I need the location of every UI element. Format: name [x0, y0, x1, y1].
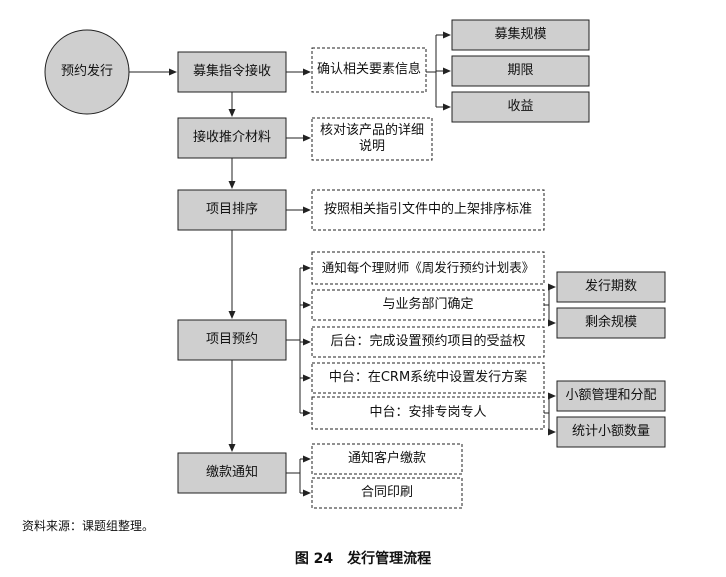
step-3-label: 项目排序: [205, 202, 258, 217]
outcome-box-4b2: [556, 307, 666, 339]
detail-4d-label: 中台：在CRM系统中设置发行方案: [328, 370, 528, 385]
step-box-5: [177, 452, 287, 494]
outcome-1b-label: 期限: [507, 63, 534, 78]
step-5-label: 缴款通知: [205, 465, 258, 480]
outcome-box-1b: [451, 55, 590, 87]
detail-4b-label: 与业务部门确定: [382, 297, 474, 312]
detail-4e-label: 中台：安排专岗专人: [369, 405, 487, 420]
detail-box-2: [311, 117, 433, 161]
detail-5a-label: 通知客户缴款: [347, 451, 426, 466]
detail-5b-label: 合同印刷: [360, 485, 413, 500]
detail-2-label: 核对该产品的详细说明: [319, 123, 424, 154]
source-note: 资料来源：课题组整理。: [22, 519, 155, 533]
outcome-1a-label: 募集规模: [494, 27, 547, 42]
step-box-3: [177, 189, 287, 231]
outcome-4b2-label: 剩余规模: [584, 315, 637, 330]
detail-4a-label: 通知每个理财师《周发行预约计划表》: [321, 260, 535, 275]
detail-box-4d: [311, 362, 545, 394]
detail-box-4a: [311, 251, 545, 285]
step-1-label: 募集指令接收: [192, 64, 271, 79]
detail-1-label: 确认相关要素信息: [316, 62, 421, 77]
step-2-label: 接收推介材料: [192, 130, 271, 145]
start-node-label: 预约发行: [60, 64, 113, 79]
outcome-box-1a: [451, 19, 590, 51]
outcome-4b1-label: 发行期数: [584, 279, 637, 294]
detail-box-3: [311, 189, 545, 231]
outcome-box-4b1: [556, 271, 666, 303]
detail-box-5b: [311, 477, 463, 509]
step-4-label: 项目预约: [205, 332, 258, 347]
detail-box-4c: [311, 326, 545, 358]
detail-4c-label: 后台：完成设置预约项目的受益权: [330, 334, 526, 349]
outcome-box-1c: [451, 91, 590, 123]
outcome-box-4e1: [556, 380, 666, 412]
detail-box-4e: [311, 396, 545, 430]
outcome-1c-label: 收益: [507, 99, 534, 114]
step-box-2: [177, 117, 287, 159]
step-box-1: [177, 51, 287, 93]
figure-title: 图 24 发行管理流程: [294, 551, 432, 567]
outcome-box-4e2: [556, 416, 666, 448]
outcome-4e2-label: 统计小额数量: [571, 424, 650, 439]
detail-box-1: [311, 47, 427, 93]
detail-box-5a: [311, 443, 463, 475]
detail-3-label: 按照相关指引文件中的上架排序标准: [323, 202, 532, 217]
outcome-4e1-label: 小额管理和分配: [565, 388, 657, 403]
